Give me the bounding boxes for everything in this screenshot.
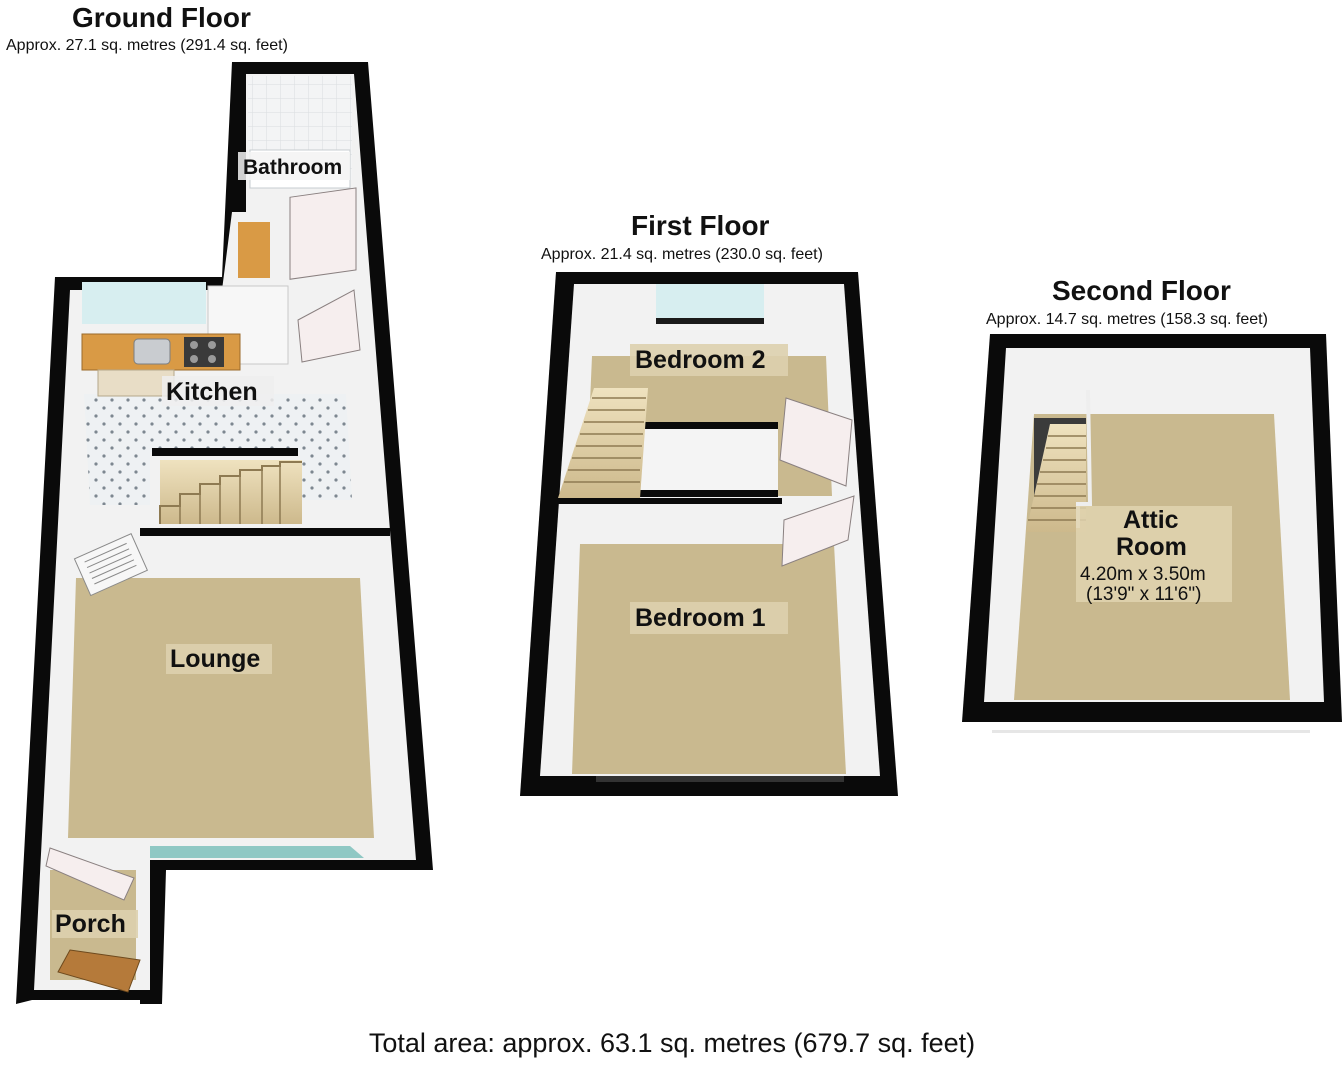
first-landing-wall — [630, 426, 778, 492]
kitchen-window — [82, 282, 206, 324]
attic-dimensions-metric: 4.20m x 3.50m — [1080, 564, 1206, 585]
bedroom1-floor — [572, 544, 846, 774]
first-floor-area: Approx. 21.4 sq. metres (230.0 sq. feet) — [541, 246, 823, 263]
ground-floor-area: Approx. 27.1 sq. metres (291.4 sq. feet) — [6, 37, 288, 54]
attic-label-line2: Room — [1116, 533, 1187, 561]
first-floor-plan: Bedroom 2 Bedroom 1 — [520, 272, 898, 796]
bathroom-shelf — [238, 222, 270, 278]
ground-stairs-wall — [152, 448, 298, 456]
lounge-window — [150, 846, 364, 858]
kitchen-hob — [184, 337, 224, 367]
bathroom-label: Bathroom — [243, 156, 342, 179]
lounge-radiator — [73, 533, 149, 597]
first-stairs — [558, 388, 648, 498]
ground-stairs — [159, 460, 302, 524]
attic-dimensions-imperial: (13'9" x 11'6") — [1086, 584, 1201, 605]
porch-front-door — [57, 949, 141, 993]
bedroom1-door — [781, 495, 855, 567]
ground-dividing-wall — [140, 528, 390, 536]
porch-inner-door — [45, 847, 135, 901]
total-area: Total area: approx. 63.1 sq. metres (679… — [368, 1028, 976, 1058]
second-floor-area: Approx. 14.7 sq. metres (158.3 sq. feet) — [986, 311, 1268, 328]
bedroom2-label: Bedroom 2 — [635, 346, 766, 374]
lounge-floor — [68, 578, 374, 838]
kitchen-label: Kitchen — [166, 378, 258, 406]
ground-floor-title: Ground Floor — [72, 2, 251, 33]
bathroom-door — [289, 187, 357, 280]
first-floor-title: First Floor — [631, 210, 770, 241]
second-floor-plan: Attic Room 4.20m x 3.50m (13'9" x 11'6") — [962, 334, 1342, 733]
ground-floor-plan: Bathroom Kitchen Lounge Porch — [16, 62, 433, 1004]
attic-stairs — [1026, 424, 1086, 532]
kitchen-door — [297, 289, 361, 363]
second-floor-title: Second Floor — [1052, 275, 1231, 306]
porch-label: Porch — [55, 910, 126, 938]
attic-label-line1: Attic — [1123, 506, 1179, 534]
lounge-label: Lounge — [170, 645, 260, 673]
bedroom2-window — [656, 284, 764, 318]
bedroom2-door — [779, 397, 853, 487]
bedroom1-label: Bedroom 1 — [635, 604, 766, 632]
kitchen-sink — [133, 338, 171, 365]
